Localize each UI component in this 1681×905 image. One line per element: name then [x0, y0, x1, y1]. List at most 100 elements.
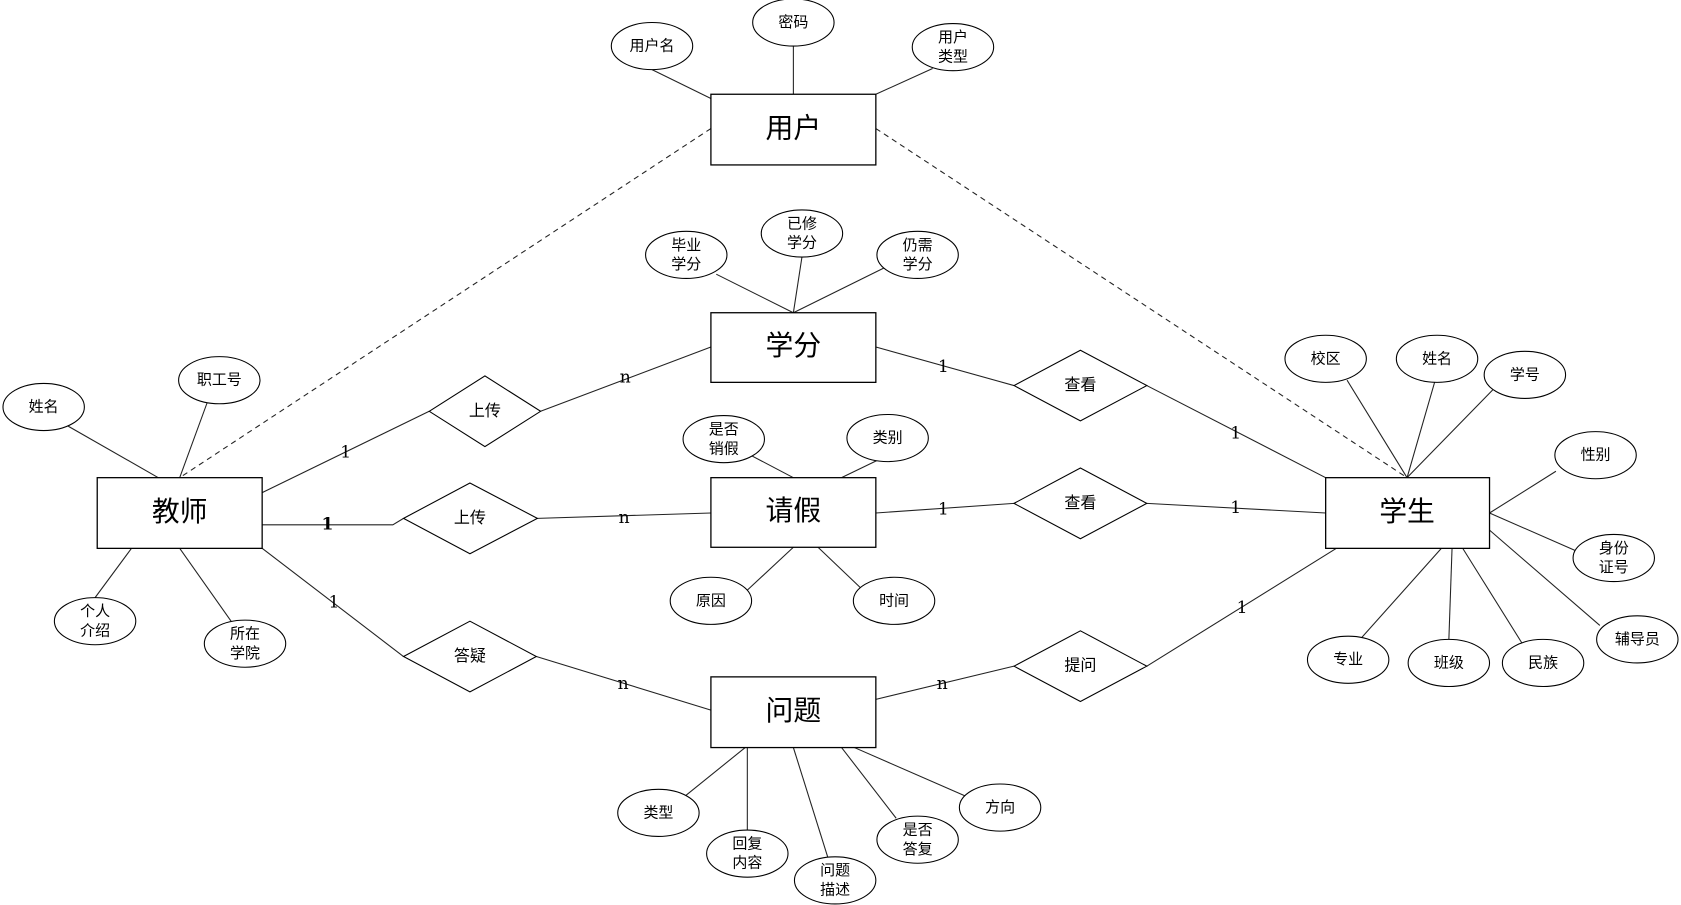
connectors: [68, 46, 1601, 857]
relation-view-credit: 查看: [1012, 349, 1148, 422]
attr-gender: 性别: [1554, 431, 1637, 480]
label: 姓名: [29, 397, 59, 415]
label: 专业: [1333, 650, 1363, 668]
cardinality: 1: [938, 357, 949, 377]
label: 学分: [903, 255, 933, 273]
cardinality: 1: [1237, 598, 1248, 618]
attr-major: 专业: [1306, 635, 1390, 684]
cardinality: 1: [1230, 423, 1241, 443]
relation-answer: 答疑: [402, 620, 538, 693]
relation-view-leave: 查看: [1012, 467, 1148, 540]
label: 仍需: [903, 236, 933, 254]
cardinality: 1: [340, 443, 351, 463]
attr-type: 类型: [617, 788, 700, 837]
label: 班级: [1434, 653, 1464, 671]
label: 介绍: [80, 621, 110, 639]
label: 毕业: [671, 236, 701, 254]
attr-password: 密码: [752, 0, 835, 47]
label: 是否: [709, 420, 739, 438]
label: 方向: [985, 798, 1015, 816]
label: 密码: [778, 13, 808, 31]
label: 类别: [873, 429, 903, 447]
attr-counselor: 辅导员: [1596, 615, 1679, 664]
cardinality: n: [620, 368, 631, 388]
attr-campus: 校区: [1284, 334, 1367, 383]
label: 时间: [879, 591, 909, 609]
label: 提问: [1064, 656, 1096, 675]
relation-upload-credit: 上传: [428, 375, 542, 448]
attr-student-name: 姓名: [1395, 334, 1479, 383]
attr-category: 类别: [846, 413, 929, 463]
label: 学生: [1379, 495, 1435, 528]
attr-staff-id: 职工号: [178, 356, 261, 405]
cardinality: n: [618, 674, 629, 694]
relation-ask: 提问: [1012, 630, 1148, 703]
label: 查看: [1064, 493, 1096, 512]
entity-credit: 学分: [710, 312, 877, 383]
label: 民族: [1528, 653, 1558, 671]
label: 销假: [709, 439, 739, 457]
entity-teacher: 教师: [96, 477, 263, 549]
label: 原因: [696, 591, 726, 609]
label: 答复: [903, 840, 933, 858]
label: 学院: [230, 644, 260, 662]
label: 学号: [1510, 365, 1540, 383]
attr-time: 时间: [852, 576, 936, 625]
relation-upload-leave: 上传: [402, 482, 539, 555]
label: 用户: [766, 112, 822, 145]
label: 是否: [903, 821, 933, 839]
label: 学分: [766, 329, 822, 362]
cardinality: 1: [938, 499, 949, 519]
entity-leave: 请假: [710, 477, 877, 548]
attr-reason: 原因: [669, 576, 753, 625]
label: 类型: [643, 803, 673, 821]
label: 描述: [820, 881, 850, 899]
entity-student: 学生: [1325, 477, 1491, 549]
label: 校区: [1311, 349, 1341, 367]
label: 已修: [787, 214, 817, 232]
label: 所在: [230, 625, 260, 643]
attr-direction: 方向: [958, 783, 1042, 832]
label: 用户: [938, 28, 968, 46]
attr-ethnic: 民族: [1501, 638, 1585, 688]
attr-student-id: 学号: [1483, 350, 1567, 399]
attr-teacher-name: 姓名: [2, 382, 85, 432]
label: 回复: [732, 834, 762, 852]
label: 身份: [1599, 539, 1629, 557]
label: 证号: [1599, 558, 1629, 576]
label: 学分: [787, 234, 817, 252]
label: 查看: [1064, 375, 1096, 394]
attr-class: 班级: [1407, 638, 1491, 688]
entity-user: 用户: [710, 93, 877, 166]
cardinality: n: [619, 508, 630, 528]
label: 职工号: [197, 371, 242, 389]
cardinality: 1: [1230, 498, 1241, 518]
label: 内容: [732, 854, 762, 872]
cardinality: 1: [328, 592, 339, 612]
entity-question: 问题: [710, 676, 877, 749]
label: 问题: [820, 861, 850, 879]
label: 教师: [152, 495, 208, 528]
label: 上传: [454, 508, 486, 527]
cardinality: n: [937, 674, 948, 694]
label: 性别: [1581, 446, 1611, 464]
label: 用户名: [630, 37, 675, 55]
attr-username: 用户名: [610, 21, 694, 71]
label: 姓名: [1422, 349, 1452, 367]
label: 上传: [469, 401, 501, 420]
label: 学分: [671, 255, 701, 273]
cardinality: 1: [322, 514, 334, 534]
label: 请假: [766, 494, 822, 527]
